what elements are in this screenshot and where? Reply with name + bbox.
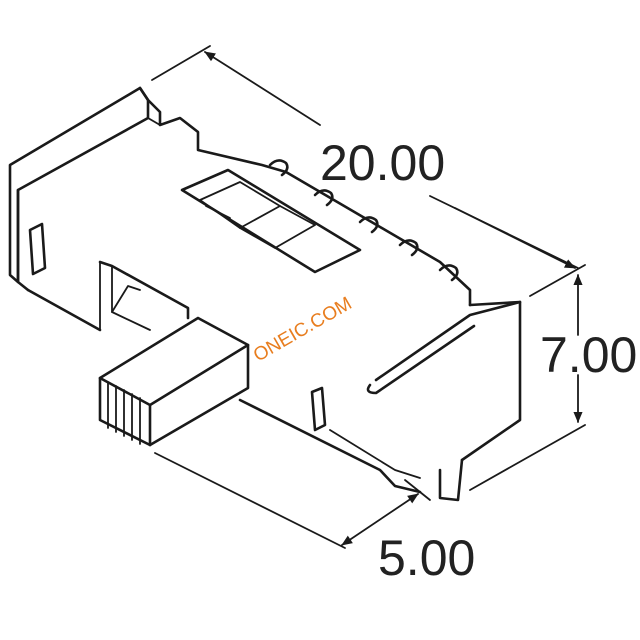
dimension-length-label: 20.00 xyxy=(320,135,445,191)
slider-actuator[interactable] xyxy=(98,316,250,447)
right-slot xyxy=(310,386,327,432)
actuator-recess xyxy=(98,260,190,331)
watermark-text: ONEIC.COM xyxy=(250,293,356,366)
mounting-bracket xyxy=(366,300,522,502)
terminal-pins xyxy=(268,159,459,282)
top-slider-channel xyxy=(180,168,362,274)
dimension-height-label: 7.00 xyxy=(540,327,637,383)
dimension-depth-label: 5.00 xyxy=(378,530,475,586)
dimension-depth xyxy=(154,452,431,549)
dimension-length xyxy=(151,45,579,269)
left-slot xyxy=(28,222,47,276)
dimension-height xyxy=(469,264,586,491)
